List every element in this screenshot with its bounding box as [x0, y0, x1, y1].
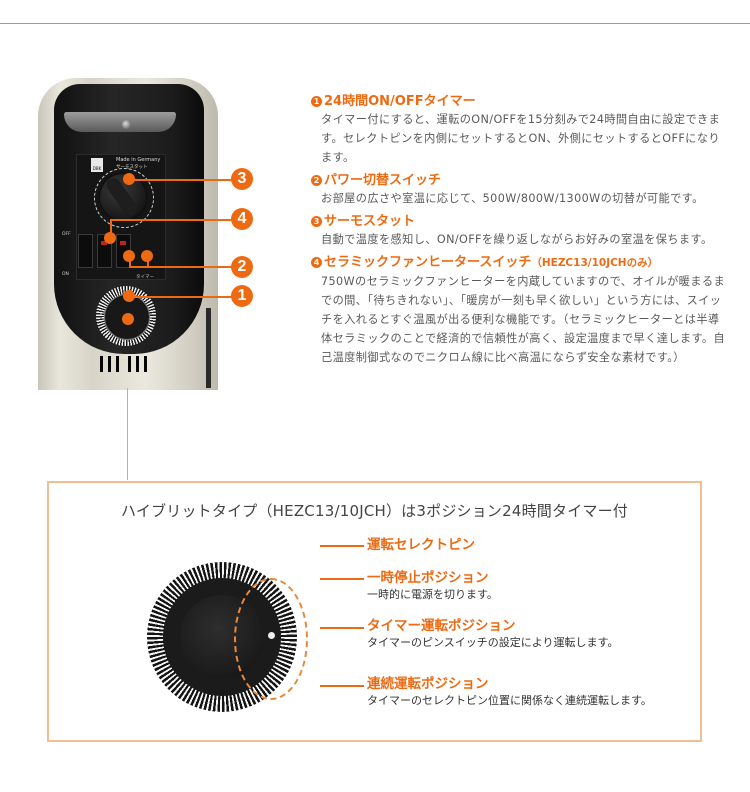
feature-body: 自動で温度を感知し、ON/OFFを繰り返しながらお好みの室温を保ちます。: [321, 233, 713, 246]
indicator-led: [101, 241, 107, 245]
position-title: 運転セレクトピン: [367, 537, 475, 553]
thermostat-scale: [94, 168, 154, 228]
number-badge-icon: 2: [311, 175, 322, 186]
thermostat-label: サーモスタット: [116, 165, 148, 170]
marker-fan-switch: [104, 232, 116, 244]
indicator-led: [120, 241, 126, 245]
model-note: （HEZC13/10JCHのみ）: [531, 257, 659, 269]
vent-slot: [128, 356, 131, 372]
position-desc: 一時的に電源を切ります。: [367, 588, 498, 601]
timer-label: タイマー: [136, 275, 154, 280]
made-in-label: Made in Germany: [116, 157, 161, 163]
feature-body: タイマー付にすると、運転のON/OFFを15分刻みで24時間自由に設定できます。…: [321, 113, 721, 164]
position-title: タイマー運転ポジション: [367, 618, 516, 634]
callout-4: 4: [231, 208, 253, 230]
panel-title: ハイブリットタイプ（HEZC13/10JCH）は3ポジション24時間タイマー付: [120, 502, 629, 520]
position-select-pin: 運転セレクトピン: [367, 536, 475, 554]
switch-off-label: OFF: [62, 232, 71, 237]
leader-line: [110, 219, 112, 236]
position-desc: タイマーのピンスイッチの設定により運転します。: [367, 636, 619, 649]
vent-slot: [136, 356, 139, 372]
marker-select-pin: [122, 313, 134, 325]
switch-on-label: ON: [62, 272, 69, 277]
marker-timer: [123, 290, 135, 302]
number-badge-icon: 1: [311, 96, 322, 107]
callout-3: 3: [231, 168, 253, 190]
leader-line: [129, 266, 232, 268]
position-title: 連続運転ポジション: [367, 676, 489, 692]
position-title: 一時停止ポジション: [367, 570, 489, 586]
screw-icon: [122, 120, 131, 129]
callout-1: 1: [231, 285, 253, 307]
leader-line: [320, 578, 364, 580]
number-badge-icon: 4: [311, 257, 322, 268]
position-pause: 一時停止ポジション 一時的に電源を切ります。: [367, 569, 498, 602]
position-continuous: 連続運転ポジション タイマーのセレクトピン位置に関係なく連続運転します。: [367, 675, 652, 708]
leader-line: [110, 219, 232, 221]
carry-handle: [64, 112, 176, 132]
position-timer-run: タイマー運転ポジション タイマーのピンスイッチの設定により運転します。: [367, 617, 618, 650]
vent-slot: [116, 356, 119, 372]
leader-line: [134, 296, 232, 298]
leader-line: [320, 685, 364, 687]
vent-slot: [144, 356, 147, 372]
connector-line: [127, 388, 128, 480]
leader-line: [147, 258, 149, 267]
marker-power-2: [141, 250, 153, 262]
leader-line: [134, 179, 232, 181]
marker-power-1: [123, 250, 135, 262]
vent-slot: [100, 356, 103, 372]
feature-body: お部屋の広さや室温に応じて、500W/800W/1300Wの切替が可能です。: [321, 192, 704, 205]
leader-line: [129, 258, 131, 267]
feature-body: 750Wのセラミックファンヒーターを内蔵していますので、オイルが暖まるまでの間、…: [321, 275, 726, 364]
callout-2: 2: [231, 256, 253, 278]
fin-gap: [206, 308, 211, 388]
number-badge-icon: 3: [311, 216, 322, 227]
leader-line: [320, 627, 364, 629]
heater-image: DBK Made in Germany サーモスタット OFF ON タイマー: [38, 78, 218, 390]
marker-thermostat: [123, 173, 135, 185]
leader-line: [320, 545, 364, 547]
brand-logo: DBK: [91, 158, 103, 172]
select-pin: [268, 632, 275, 639]
fan-heater-switch[interactable]: [78, 234, 93, 268]
position-desc: タイマーのセレクトピン位置に関係なく連続運転します。: [367, 694, 652, 707]
top-divider: [0, 23, 750, 24]
select-pin-track: [234, 578, 308, 700]
vent-slot: [108, 356, 111, 372]
